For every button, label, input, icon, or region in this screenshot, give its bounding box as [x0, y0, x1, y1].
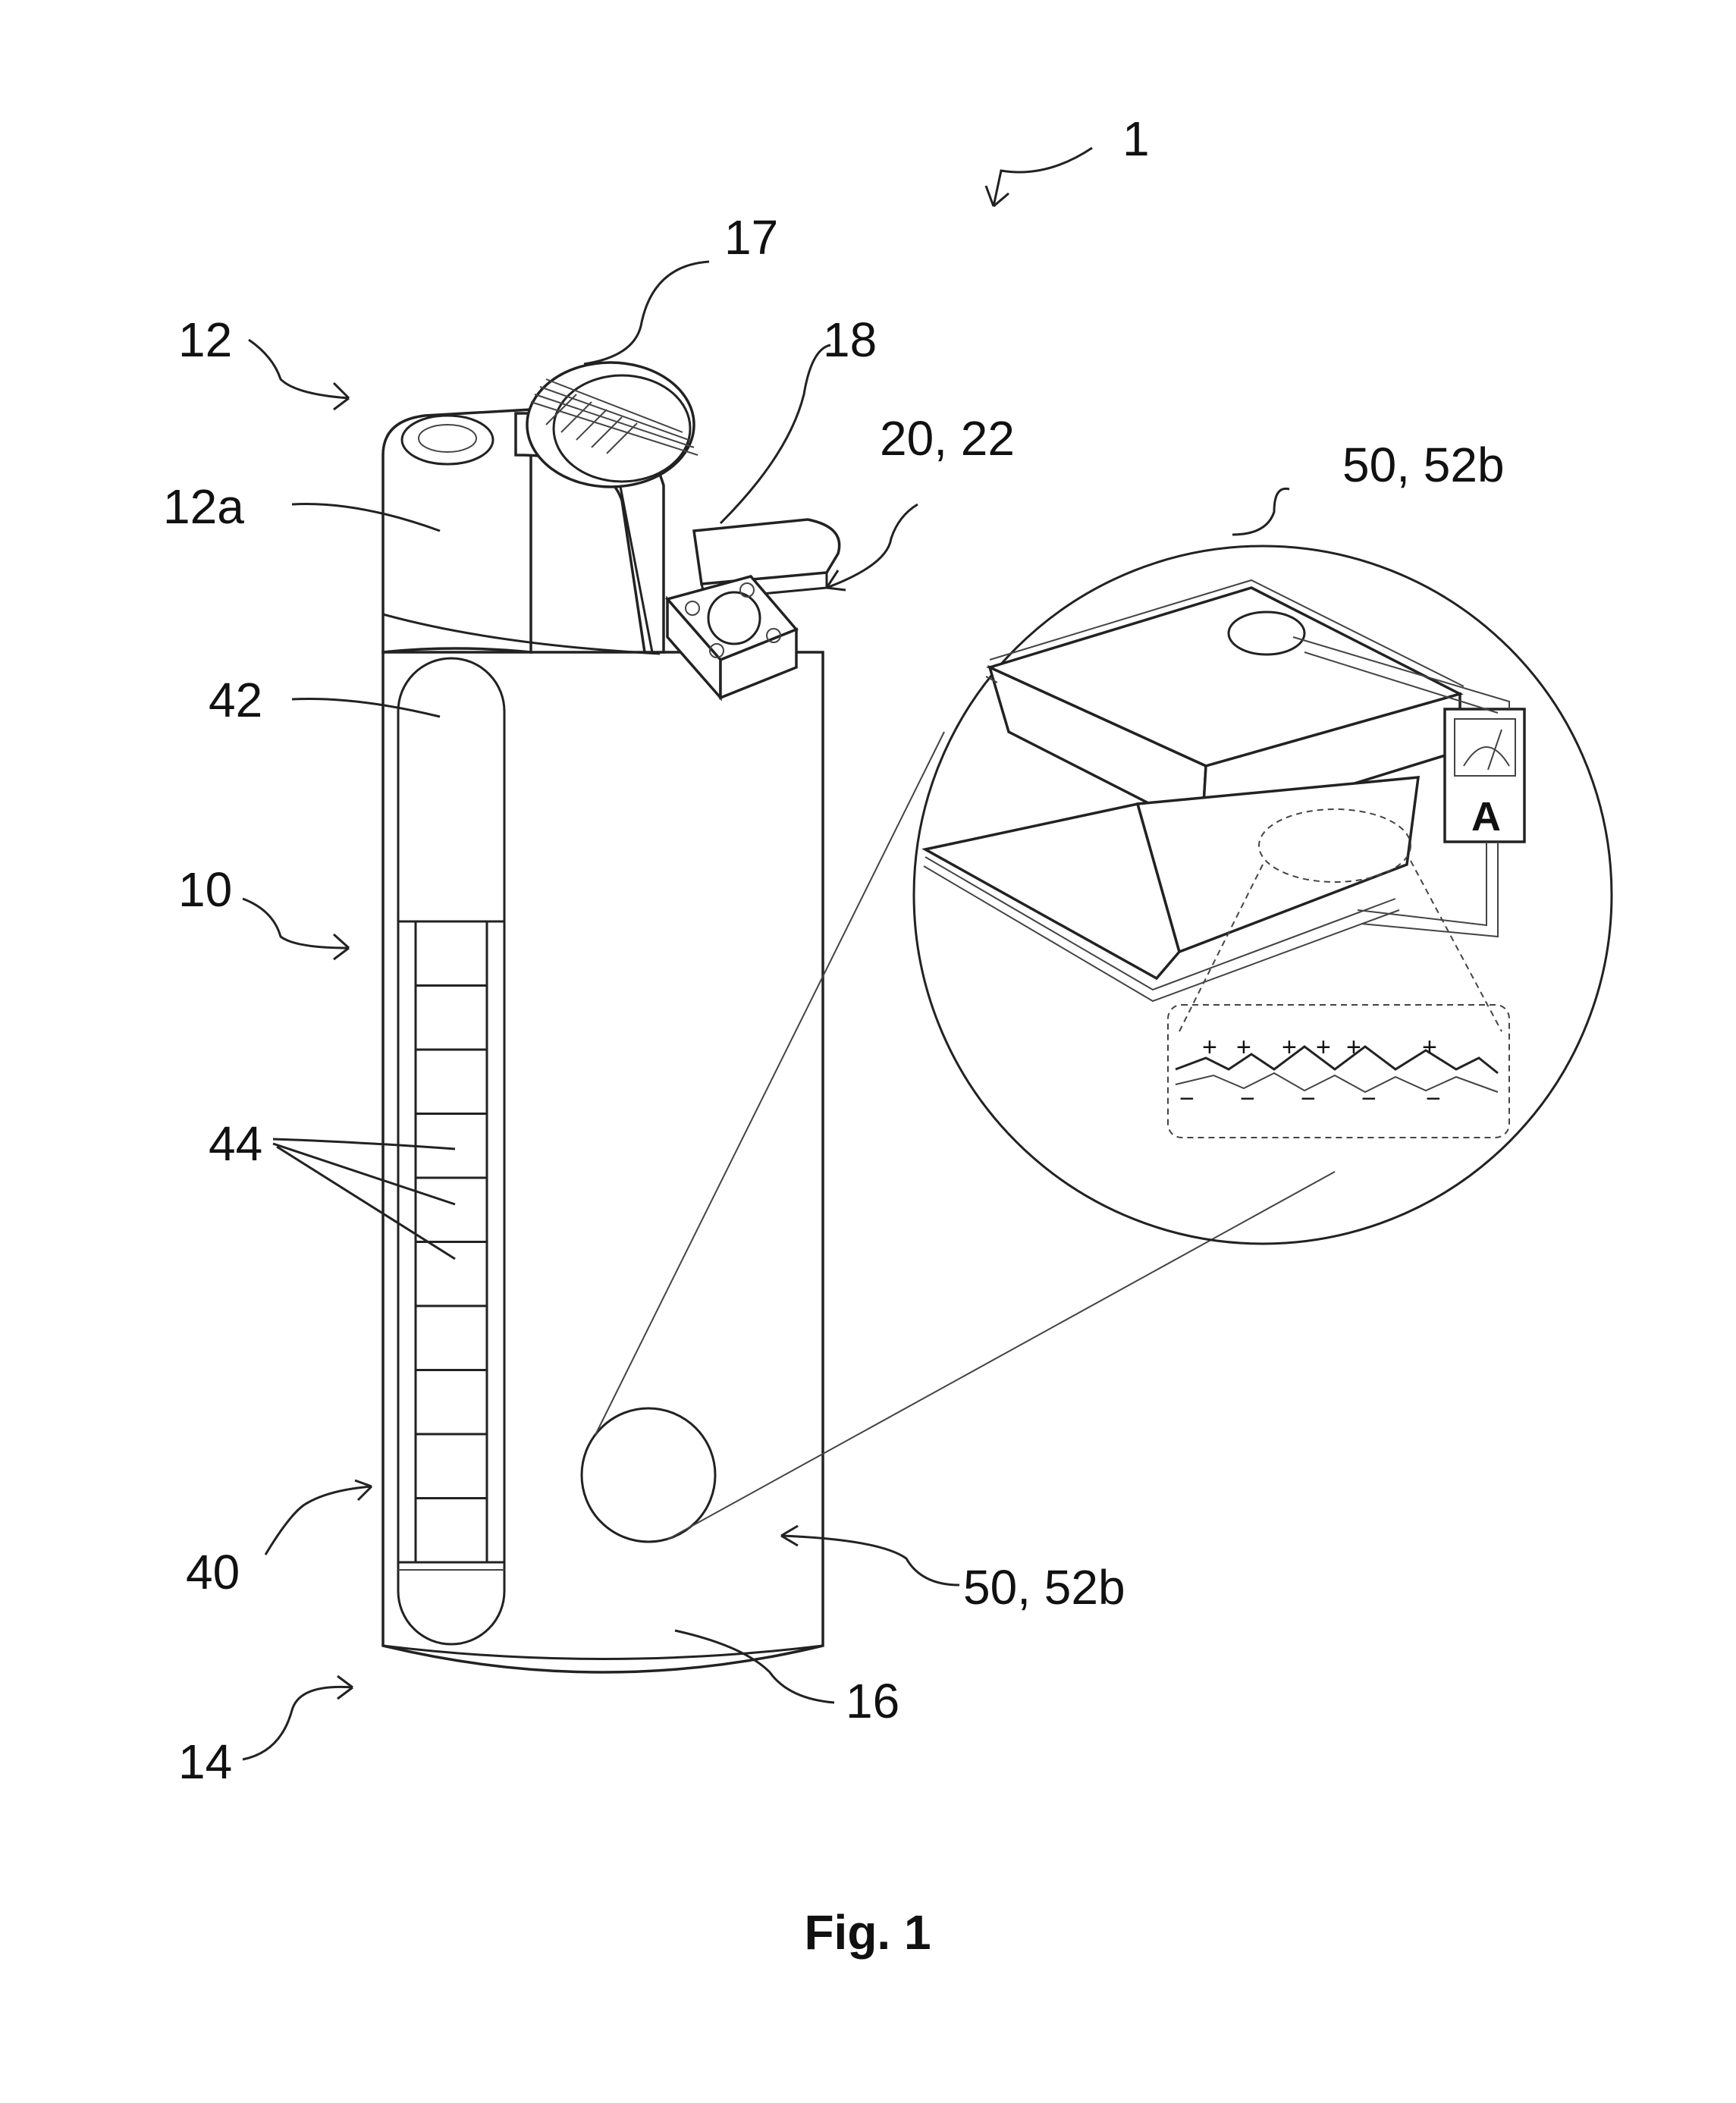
detail-circle — [580, 1407, 717, 1543]
plus-charge-4: + — [1316, 1033, 1331, 1062]
label-window: 42 — [209, 673, 262, 727]
label-cells: 44 — [209, 1116, 262, 1171]
projection-lines — [595, 731, 1336, 1540]
magnified-inset: A — [912, 545, 1613, 1245]
plus-charge-2: + — [1236, 1033, 1251, 1062]
label-top-section: 12 — [178, 312, 232, 367]
leader-lines — [242, 146, 1290, 1761]
label-device: 1 — [1122, 111, 1150, 166]
minus-charge-1: − — [1179, 1084, 1194, 1113]
label-base: 16 — [846, 1674, 899, 1728]
label-body-section: 10 — [178, 862, 232, 917]
label-inset-material: 50, 52b — [1342, 438, 1505, 492]
label-surface-material: 50, 52b — [963, 1560, 1125, 1615]
spark-wheel — [526, 361, 698, 488]
charge-markers: ++++++−−−−− — [1179, 1033, 1441, 1113]
label-button: 18 — [823, 312, 877, 367]
minus-charge-3: − — [1301, 1084, 1316, 1113]
minus-charge-2: − — [1240, 1084, 1255, 1113]
label-housing: 40 — [186, 1545, 240, 1599]
reference-labels: 1 12 12a 17 18 20, 22 50, 52b 42 10 44 4… — [163, 111, 1505, 1789]
label-bottom-section: 14 — [178, 1734, 232, 1789]
plus-charge-6: + — [1422, 1033, 1437, 1062]
plus-charge-1: + — [1202, 1033, 1217, 1062]
plus-charge-5: + — [1346, 1033, 1361, 1062]
cell-10 — [414, 1497, 488, 1564]
minus-charge-4: − — [1361, 1084, 1377, 1113]
minus-charge-5: − — [1426, 1084, 1441, 1113]
meter-unit: A — [1471, 794, 1501, 840]
switch-module — [664, 575, 799, 702]
plus-charge-3: + — [1282, 1033, 1297, 1062]
label-switch: 20, 22 — [880, 411, 1015, 466]
figure-caption: Fig. 1 — [804, 1905, 931, 1960]
label-cap-part: 12a — [163, 479, 244, 534]
label-wheel: 17 — [724, 210, 778, 265]
